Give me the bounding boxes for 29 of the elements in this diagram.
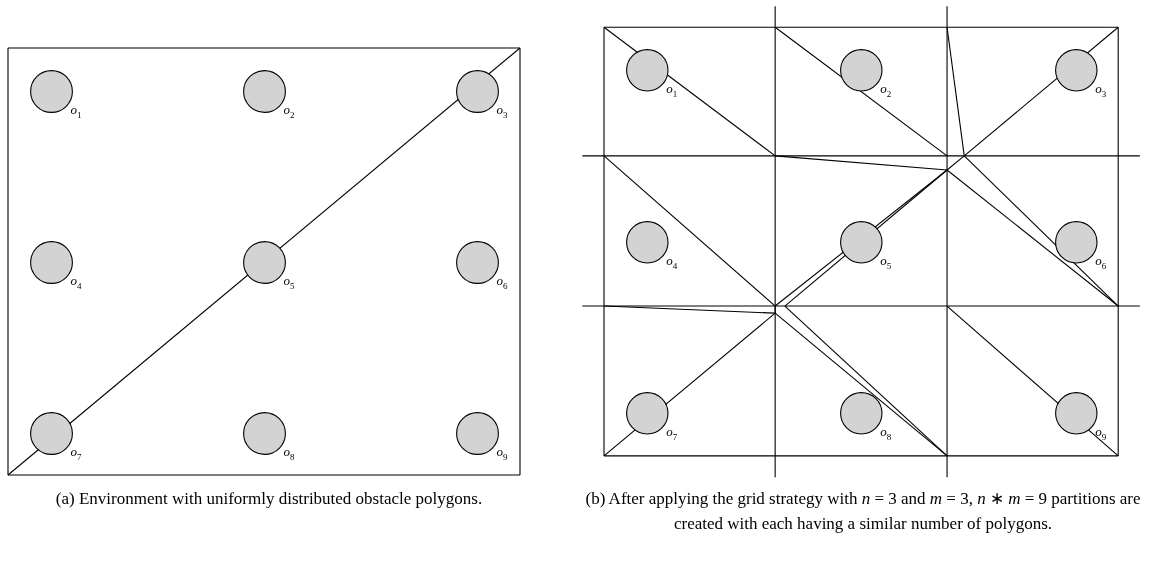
obstacle-label: o$_{5}$ — [880, 253, 892, 273]
obstacle-label: o$_{8}$ — [880, 424, 892, 444]
obstacle-label: o$_{6}$ — [1095, 253, 1107, 273]
obstacle-circle — [455, 411, 499, 455]
obstacle-label: o$_{2}$ — [283, 102, 295, 122]
obstacle-label: o$_{4}$ — [70, 273, 82, 293]
obstacle-circle — [455, 240, 499, 284]
obstacle-circle — [242, 69, 286, 113]
obstacle-label: o$_{1}$ — [666, 81, 678, 101]
obstacle-circle — [242, 240, 286, 284]
obstacle-label: o$_{3}$ — [1095, 81, 1107, 101]
obstacle-label: o$_{2}$ — [880, 81, 892, 101]
obstacle-circle — [29, 69, 73, 113]
obstacle-label: o$_{7}$ — [666, 424, 678, 444]
obstacle-label: o$_{4}$ — [666, 253, 678, 273]
obstacle-label: o$_{7}$ — [70, 444, 82, 464]
obstacle-circle — [29, 240, 73, 284]
obstacle-label: o$_{1}$ — [70, 102, 82, 122]
obstacle-circle — [242, 411, 286, 455]
obstacle-circle — [455, 69, 499, 113]
obstacle-label: o$_{3}$ — [496, 102, 508, 122]
obstacle-label: o$_{6}$ — [496, 273, 508, 293]
obstacle-label: o$_{5}$ — [283, 273, 295, 293]
figure-caption: (a) Environment with uniformly distributed obstacle polygons. — [54, 488, 484, 510]
obstacle-circle — [29, 411, 73, 455]
figure-caption: (b) After applying the grid strategy with n = 3 and m = 3, n ∗ m = 9 partitions are created with each having a similar number of polygons. — [584, 488, 1142, 535]
obstacle-label: o$_{8}$ — [283, 444, 295, 464]
obstacle-label: o$_{9}$ — [1095, 424, 1107, 444]
obstacle-label: o$_{9}$ — [496, 444, 508, 464]
